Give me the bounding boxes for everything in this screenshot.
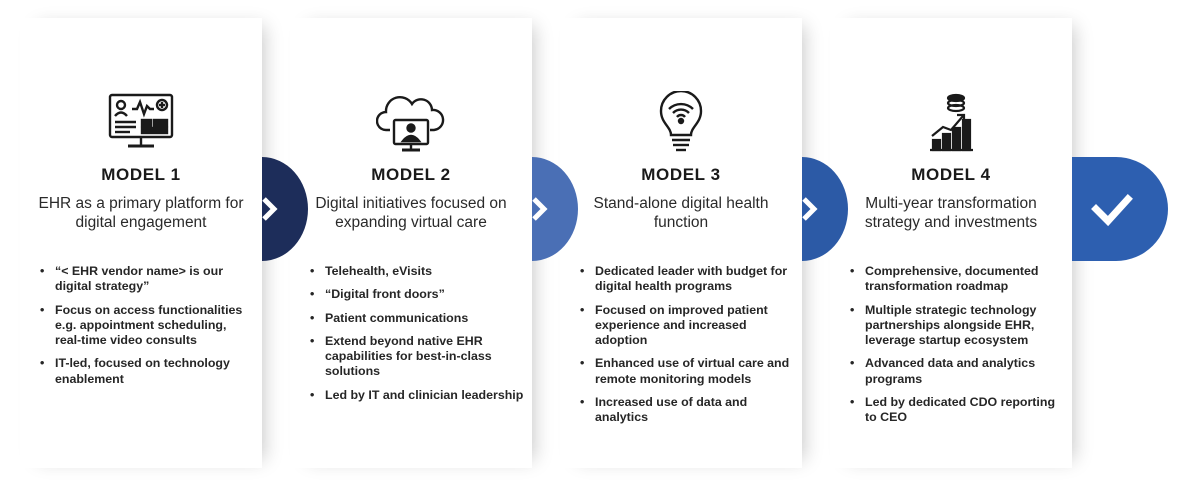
cloud-telehealth-icon — [290, 90, 532, 156]
model-description: Multi-year transformation strategy and i… — [864, 195, 1038, 231]
model-title: MODEL 2 — [371, 165, 451, 184]
model-description: Stand-alone digital health function — [593, 195, 769, 231]
list-item: Comprehensive, documented transformation… — [850, 264, 1066, 295]
model-description: Digital initiatives focused on expanding… — [315, 195, 507, 231]
chevron-right-icon — [802, 197, 818, 221]
connector-tab-1 — [262, 157, 308, 261]
list-item: Patient communications — [310, 311, 526, 327]
tab-shape — [802, 157, 848, 261]
list-item: Led by dedicated CDO reporting to CEO — [850, 395, 1066, 426]
model-3-panel: MODEL 3 Stand-alone digital health funct… — [560, 18, 802, 468]
tab-shape — [532, 157, 578, 261]
list-item: Enhanced use of virtual care and remote … — [580, 356, 796, 387]
chevron-right-icon — [262, 197, 278, 221]
model-title: MODEL 3 — [641, 165, 721, 184]
bullet-list: “< EHR vendor name> is our digital strat… — [40, 264, 256, 395]
list-item: Advanced data and analytics programs — [850, 356, 1066, 387]
list-item: Led by IT and clinician leadership — [310, 388, 526, 404]
tab-shape — [262, 157, 308, 261]
growth-chart-icon — [830, 90, 1072, 156]
bullet-list: Dedicated leader with budget for digital… — [580, 264, 796, 434]
wireless-lightbulb-icon — [560, 90, 802, 156]
list-item: Focused on improved patient experience a… — [580, 303, 796, 349]
bullet-list: Telehealth, eVisits “Digital front doors… — [310, 264, 526, 411]
connector-tab-2 — [532, 157, 578, 261]
model-1-panel: MODEL 1 EHR as a primary platform for di… — [20, 18, 262, 468]
list-item: Multiple strategic technology partnershi… — [850, 303, 1066, 349]
model-title: MODEL 4 — [911, 165, 991, 184]
bullet-list: Comprehensive, documented transformation… — [850, 264, 1066, 434]
model-title: MODEL 1 — [101, 165, 181, 184]
list-item: Extend beyond native EHR capabilities fo… — [310, 334, 526, 380]
list-item: Telehealth, eVisits — [310, 264, 526, 280]
model-4-panel: MODEL 4 Multi-year transformation strate… — [830, 18, 1072, 468]
ehr-monitor-icon — [20, 90, 262, 156]
connector-tab-3 — [802, 157, 848, 261]
list-item: Dedicated leader with budget for digital… — [580, 264, 796, 295]
list-item: Increased use of data and analytics — [580, 395, 796, 426]
list-item: “< EHR vendor name> is our digital strat… — [40, 264, 256, 295]
final-check-badge — [1072, 157, 1168, 261]
model-2-panel: MODEL 2 Digital initiatives focused on e… — [290, 18, 532, 468]
list-item: Focus on access functionalities e.g. app… — [40, 303, 256, 349]
model-description: EHR as a primary platform for digital en… — [38, 195, 244, 231]
chevron-right-icon — [532, 197, 548, 221]
list-item: IT-led, focused on technology enablement — [40, 356, 256, 387]
list-item: “Digital front doors” — [310, 287, 526, 303]
checkmark-icon — [1091, 194, 1133, 227]
